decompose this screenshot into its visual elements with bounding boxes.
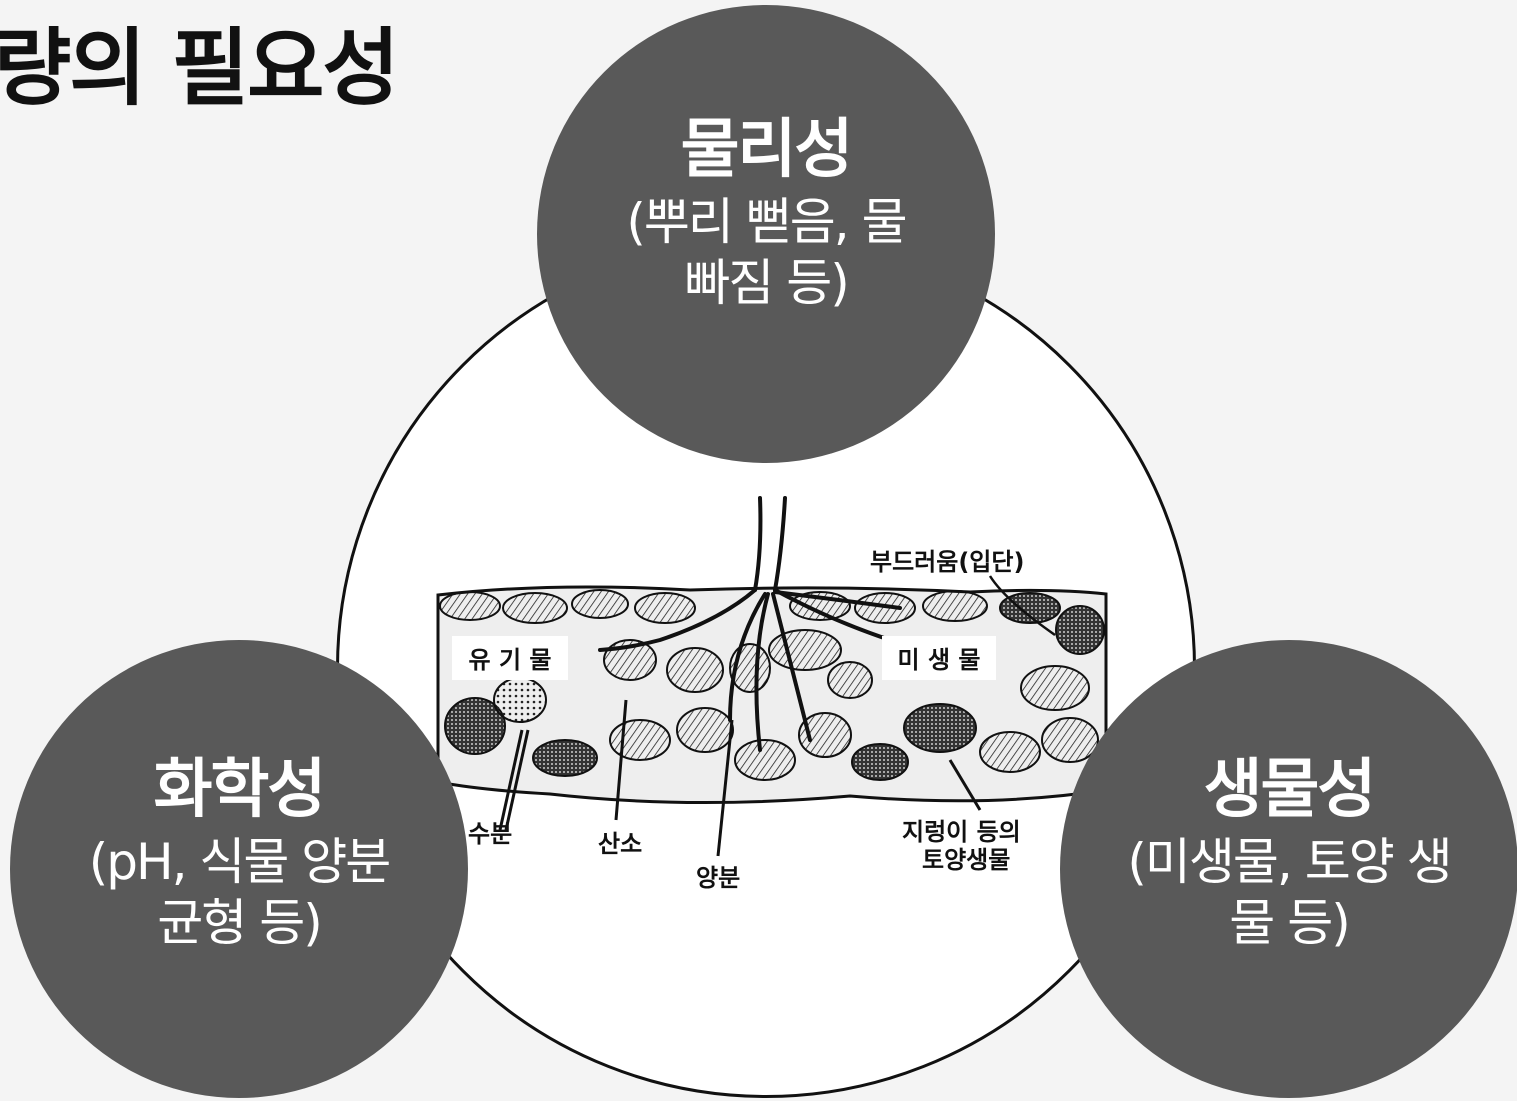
water-label: 수분 — [468, 820, 512, 848]
organic-matter-box: 유 기 물 — [452, 636, 568, 680]
softness-label: 부드러움(입단) — [870, 548, 1024, 576]
nutrients-pointer — [716, 719, 734, 857]
water-pointer — [498, 729, 524, 831]
chemical-property-circle: 화학성 (pH, 식물 양분 균형 등) — [10, 640, 468, 1098]
earthworm-label-line1: 지렁이 등의 — [902, 818, 1021, 846]
soil-layer — [436, 585, 1108, 805]
organic-matter-label: 유 기 물 — [469, 646, 552, 674]
nutrients-label: 양분 — [696, 864, 740, 892]
biological-property-desc: (미생물, 토양 생물 등) — [1127, 832, 1452, 952]
biological-property-title: 생물성 — [1203, 753, 1377, 828]
oxygen-label: 산소 — [598, 830, 642, 858]
biological-property-circle: 생물성 (미생물, 토양 생물 등) — [1060, 640, 1517, 1098]
earthworm-pointer — [948, 759, 982, 811]
physical-property-circle: 물리성 (뿌리 뻗음, 물 빠짐 등) — [537, 5, 995, 463]
physical-property-title: 물리성 — [680, 113, 854, 188]
earthworm-label-line2: 토양생물 — [922, 846, 1010, 874]
softness-pointer — [988, 575, 1056, 637]
microbes-box: 미 생 물 — [882, 636, 996, 680]
physical-property-desc: (뿌리 뻗음, 물 빠짐 등) — [626, 192, 907, 312]
microbes-label: 미 생 물 — [898, 646, 981, 674]
chemical-property-title: 화학성 — [153, 753, 327, 828]
soil-cross-section-illustration: 유 기 물 미 생 물 부드러움(입단) 수분 산소 양분 지렁이 등의 토양생… — [436, 496, 1108, 892]
page-title: 량의 필요성 — [0, 19, 400, 117]
oxygen-pointer — [614, 699, 628, 821]
chemical-property-desc: (pH, 식물 양분 균형 등) — [88, 832, 392, 952]
